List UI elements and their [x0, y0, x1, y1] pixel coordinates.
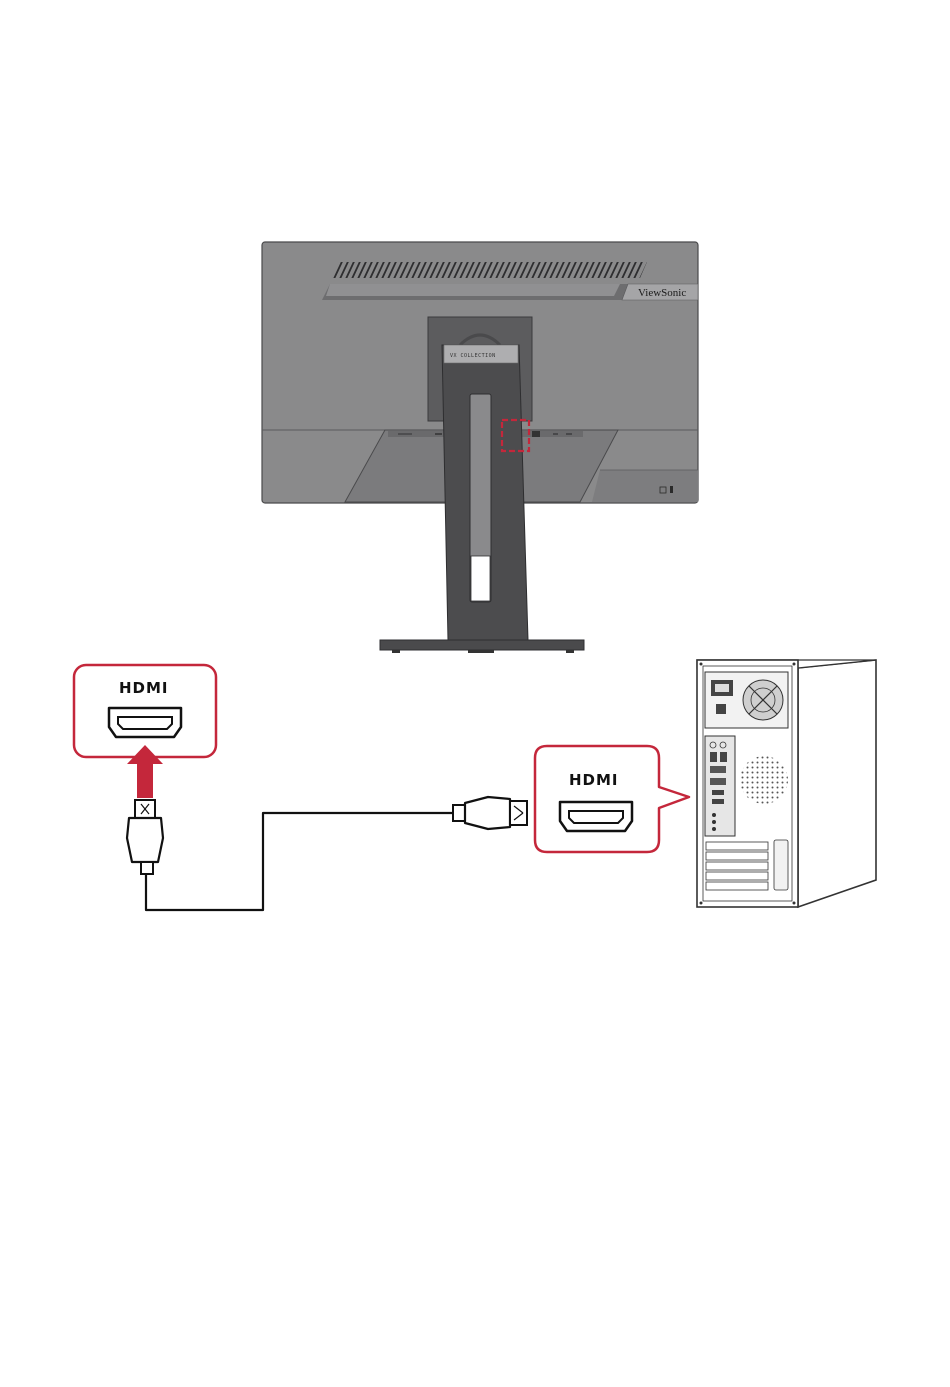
monitor-rear-view: ViewSonic VX COLLECTION [262, 242, 698, 653]
pc-tower [697, 660, 876, 907]
pc-side-panel [798, 660, 876, 907]
power-button-icon [670, 486, 673, 493]
pc-hdmi-label: HDMI [569, 771, 619, 789]
monitor-vent-grille [333, 262, 647, 278]
stand-badge-text: VX COLLECTION [450, 353, 496, 359]
hdmi-port-icon [109, 708, 181, 737]
brand-logo: ViewSonic [638, 287, 686, 299]
hdmi-cable [146, 813, 453, 910]
hdmi-plug-monitor-end [127, 800, 163, 874]
hdmi-port-icon [560, 802, 632, 831]
stand-base [380, 640, 584, 650]
case-vent-grille [740, 756, 788, 804]
monitor-hdmi-callout: HDMI [74, 665, 216, 757]
pc-hdmi-callout: HDMI [535, 746, 689, 852]
monitor-hdmi-label: HDMI [119, 679, 169, 697]
pc-hdmi-callout-box [535, 746, 689, 852]
motherboard-io-shield [705, 736, 735, 836]
hdmi-plug-pc-end [453, 797, 527, 829]
